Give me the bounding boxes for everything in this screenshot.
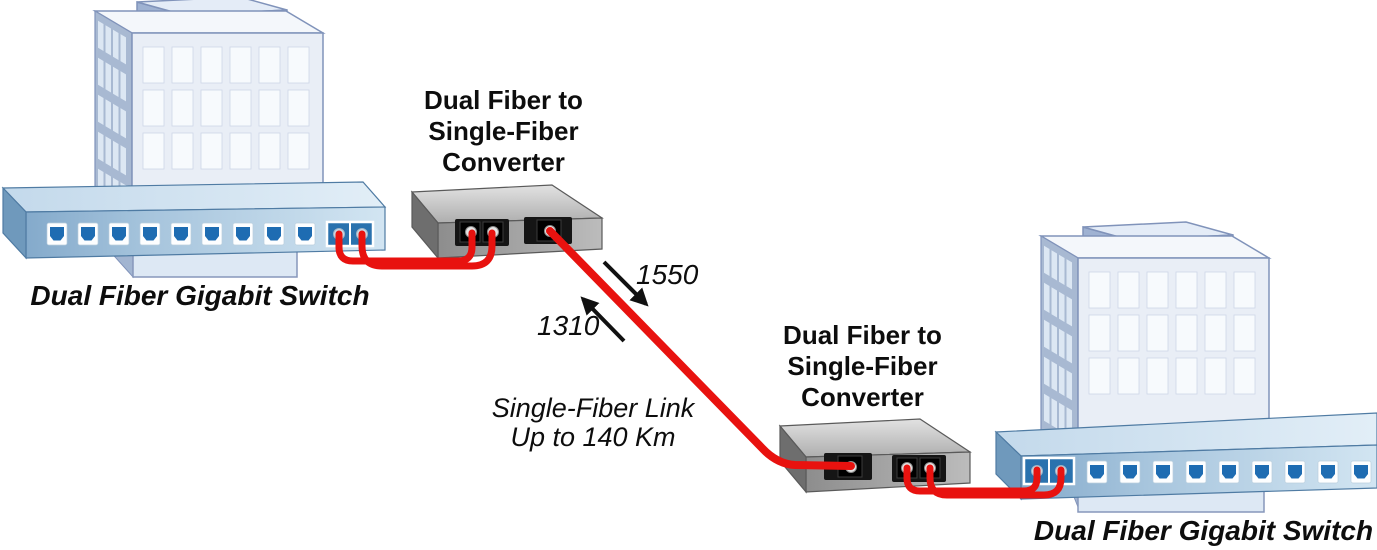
dual-fiber-port-icon: [892, 455, 946, 482]
gigabit-switch-right-icon: [994, 412, 1377, 501]
dual-fiber-port-icon: [455, 219, 509, 246]
dual-fiber-port-icon: [1022, 456, 1076, 486]
gigabit-switch-left-icon: [1, 181, 387, 260]
fiber-patch-cables-left: [335, 229, 496, 270]
media-converter-left-icon: [411, 184, 603, 259]
single-fiber-link-cable: [546, 227, 855, 470]
media-converter-right-icon: [779, 418, 971, 493]
dual-fiber-port-icon: [325, 220, 375, 248]
wavelength-1310-arrow-icon: [580, 296, 626, 343]
rj45-port-row: [1086, 460, 1372, 484]
wavelength-1550-arrow-icon: [602, 260, 649, 307]
rj45-port-row: [46, 222, 316, 246]
fiber-patch-cables-right: [903, 464, 1065, 499]
